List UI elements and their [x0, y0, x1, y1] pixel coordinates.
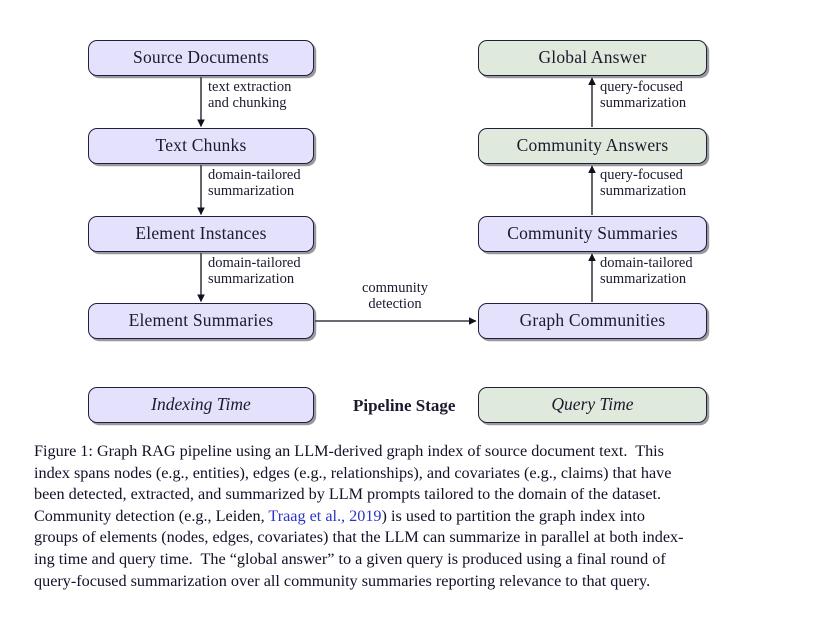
node-community-summaries[interactable]: Community Summaries [478, 216, 707, 252]
caption-text: ) is used to partition the graph index i… [381, 506, 645, 525]
node-text-chunks[interactable]: Text Chunks [88, 128, 314, 164]
legend-stage-label: Pipeline Stage [353, 396, 456, 415]
edge-label-line-2: summarization [600, 182, 687, 199]
edge-label-instances-to-summaries: domain-tailored summarization [208, 255, 301, 287]
caption-line: Figure 1: Graph RAG pipeline using an LL… [34, 442, 664, 460]
node-label: Source Documents [133, 47, 269, 68]
edge-label-line-2: summarization [208, 182, 295, 199]
edge-label-line-2: and chunking [208, 94, 287, 111]
legend-query-time[interactable]: Query Time [478, 387, 707, 423]
edge-label-summaries-to-communities: community detection [331, 280, 459, 312]
node-label: Global Answer [538, 47, 647, 68]
caption-line: ing time and query time. The “global ans… [34, 549, 666, 568]
node-global-answer[interactable]: Global Answer [478, 40, 707, 76]
legend-indexing-label: Indexing Time [151, 394, 251, 415]
node-graph-communities[interactable]: Graph Communities [478, 303, 707, 339]
caption-line: query-focused summarization over all com… [34, 571, 651, 590]
edge-label-line-1: domain-tailored [208, 255, 301, 271]
edge-label-line-1: community [361, 280, 429, 296]
node-label: Graph Communities [519, 310, 666, 331]
edge-label-line-1: query-focused [600, 167, 683, 183]
edge-label-communities-to-comsum: domain-tailored summarization [600, 255, 693, 287]
legend-pipeline-stage-title: Pipeline Stage [353, 397, 455, 414]
node-label: Element Instances [135, 223, 267, 244]
edge-label-line-2: summarization [600, 270, 687, 287]
edge-label-source-to-chunks: text extraction and chunking [208, 79, 292, 111]
edge-label-line-2: detection [368, 295, 422, 312]
edge-label-line-2: summarization [600, 94, 687, 111]
node-label: Text Chunks [155, 135, 247, 156]
node-community-answers[interactable]: Community Answers [478, 128, 707, 164]
caption-line: groups of elements (nodes, edges, covari… [34, 528, 684, 547]
caption-line: index spans nodes (e.g., entities), edge… [34, 463, 672, 482]
pipeline-diagram: Source Documents Text Chunks Element Ins… [88, 40, 707, 423]
node-source-documents[interactable]: Source Documents [88, 40, 314, 76]
node-label: Community Answers [516, 135, 669, 156]
node-element-summaries[interactable]: Element Summaries [88, 303, 314, 339]
node-label: Element Summaries [128, 310, 274, 331]
caption-text: Community detection (e.g., Leiden, [34, 506, 269, 525]
citation-link-traag[interactable]: Traag et al., 2019 [268, 506, 382, 525]
edge-label-line-1: query-focused [600, 79, 683, 95]
edge-label-comsum-to-comans: query-focused summarization [600, 167, 687, 199]
legend-indexing-time[interactable]: Indexing Time [88, 387, 314, 423]
edge-label-line-1: text extraction [208, 79, 292, 95]
figure-caption: Figure 1: Graph RAG pipeline using an LL… [34, 441, 799, 592]
node-element-instances[interactable]: Element Instances [88, 216, 314, 252]
caption-line: been detected, extracted, and summarized… [34, 485, 662, 504]
edge-label-line-2: summarization [208, 270, 295, 287]
node-label: Community Summaries [507, 223, 678, 244]
edge-label-chunks-to-instances: domain-tailored summarization [208, 167, 301, 199]
edge-label-comans-to-global: query-focused summarization [600, 79, 687, 111]
caption-line-with-citation: Community detection (e.g., Leiden, Traag… [34, 506, 799, 528]
edge-label-line-1: domain-tailored [208, 167, 301, 183]
edge-label-line-1: domain-tailored [600, 255, 693, 271]
legend-query-label: Query Time [551, 394, 634, 415]
